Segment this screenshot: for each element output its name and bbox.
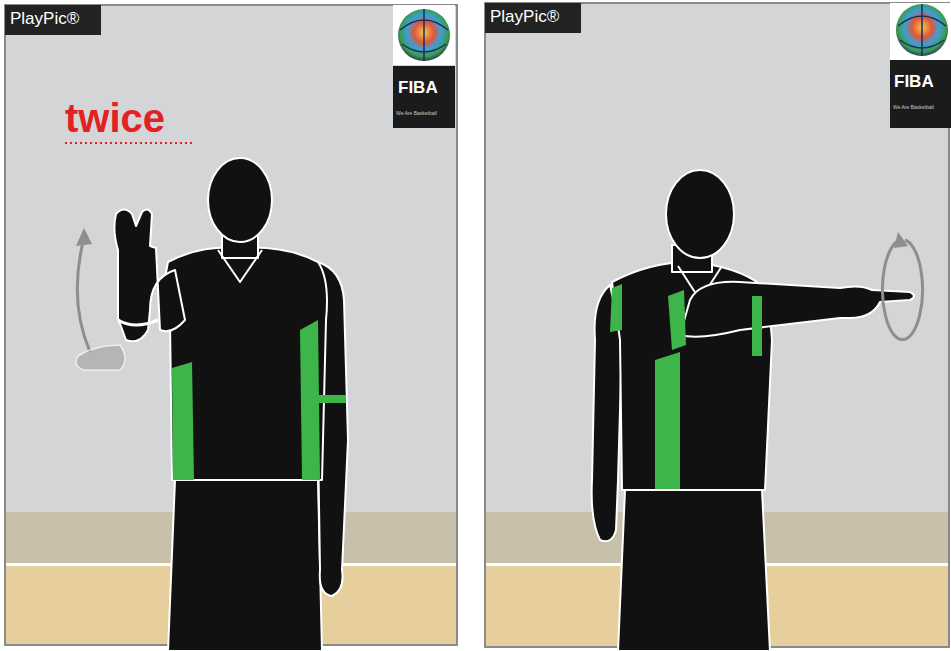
logo-text: FIBA: [398, 78, 438, 98]
logo-text: FIBA: [894, 72, 934, 92]
repeat-note: twice: [65, 96, 165, 141]
logo-tagline: We Are Basketball: [893, 104, 934, 110]
watermark: PlayPic®: [10, 9, 79, 29]
right-panel: [485, 3, 951, 651]
watermark: PlayPic®: [490, 7, 559, 27]
left-panel: [5, 5, 457, 651]
logo-tagline: We Are Basketball: [396, 110, 437, 116]
